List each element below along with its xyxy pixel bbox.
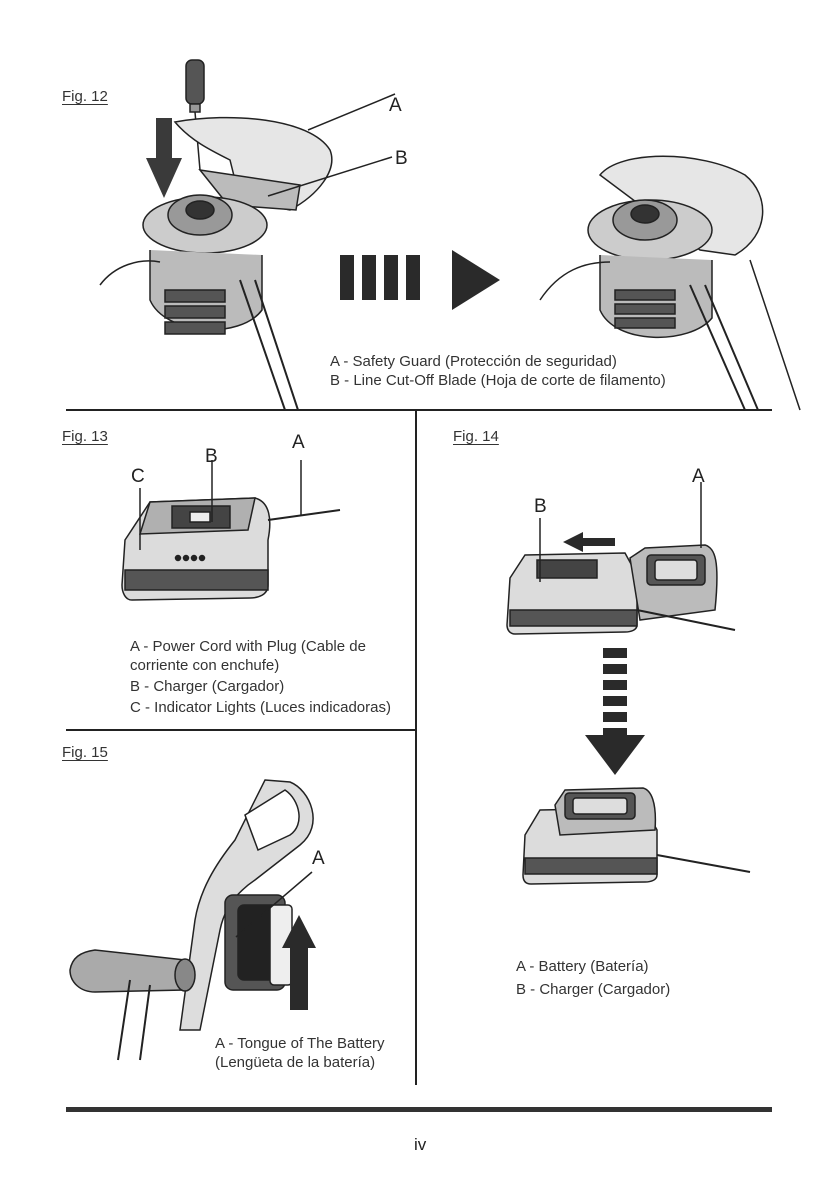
fig13-legend-b: B - Charger (Cargador) [130,678,285,695]
column-divider [415,410,417,1085]
fig15-illustration [69,779,316,1061]
fig15-label: Fig. 15 [62,744,108,761]
fig12-legend-b: B - Line Cut-Off Blade (Hoja de corte de… [330,372,666,389]
fig14-callout-b: B [534,496,547,517]
page-number: iv [414,1135,427,1154]
fig12-illustration-right [539,155,801,411]
fig14-callout-a: A [692,466,705,487]
fig13-legend-a: A - Power Cord with Plug (Cable de corri… [130,638,366,674]
fig15-legend-a: A - Tongue of The Battery (Lengüeta de l… [215,1035,385,1071]
fig13-callout-c: C [131,466,145,487]
fig13-label: Fig. 13 [62,428,108,445]
fig14-label: Fig. 14 [453,428,499,445]
fig12-callout-a: A [389,95,402,116]
fig12-illustration-left [99,59,396,411]
section-divider-top [66,409,772,411]
fig14-legend-a: A - Battery (Batería) [516,958,649,975]
fig14-legend-b: B - Charger (Cargador) [516,981,671,998]
fig15-legend: A - Tongue of The Battery (Lengüeta de l… [215,1034,415,1072]
fig13-legend: A - Power Cord with Plug (Cable de corri… [130,637,410,717]
section-divider-bottom [66,1107,772,1112]
fig12-transition-arrow [340,250,500,310]
fig13-callout-a: A [292,432,305,453]
fig13-callout-b: B [205,446,218,467]
fig13-legend-c: C - Indicator Lights (Luces indicadoras) [130,699,391,716]
fig14-illustration [506,482,751,885]
fig15-callout-a: A [312,848,325,869]
fig13-illustration [121,460,341,601]
fig14-legend: A - Battery (Batería) B - Charger (Carga… [516,957,766,999]
fig12-callout-b: B [395,148,408,169]
section-divider-left [66,729,416,731]
fig12-label: Fig. 12 [62,88,108,105]
fig12-legend: A - Safety Guard (Protección de segurida… [330,352,750,390]
fig12-legend-a: A - Safety Guard (Protección de segurida… [330,353,617,370]
